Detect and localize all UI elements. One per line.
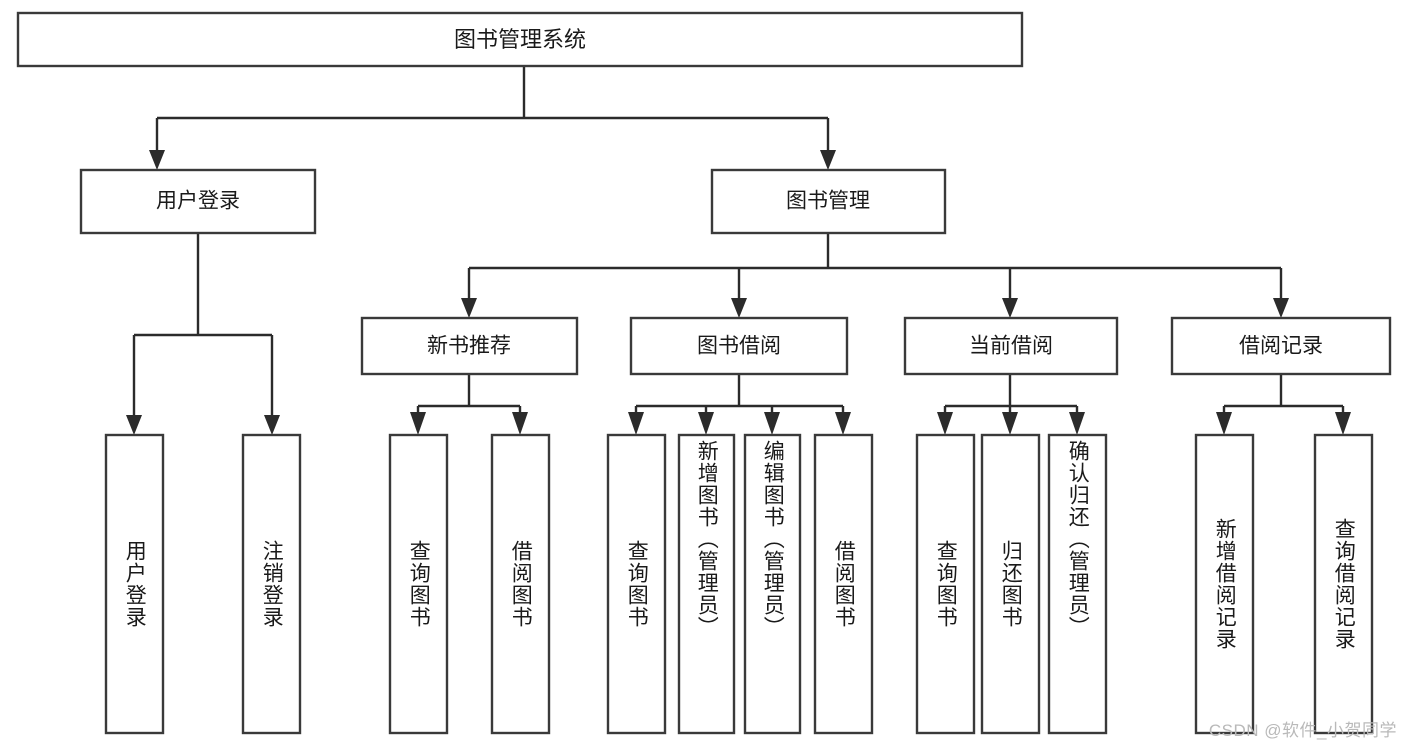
arrow-head-currentborrow (1002, 298, 1018, 318)
connector-layer (126, 66, 1351, 435)
node-new-book-recommend-box[interactable] (360, 316, 579, 376)
node-new-book-recommend[interactable]: 新书推荐 (360, 316, 579, 376)
node-current-borrow-label: 当前借阅 (969, 335, 1053, 358)
arrow-head-leaf-currentborrow-3 (1069, 412, 1085, 435)
arrow-head-leaf-bookborrow-1 (628, 412, 644, 435)
node-borrow-record-box[interactable] (1170, 316, 1392, 376)
arrow-head-leaf-borrowrecord-2 (1335, 412, 1351, 435)
arrow-head-leaf-user-login-1 (126, 415, 142, 435)
arrow-head-userlogin (149, 150, 165, 170)
leaf-box-borrowrecord-1[interactable] (1194, 433, 1255, 735)
node-book-management[interactable]: 图书管理 (710, 168, 947, 235)
node-current-borrow-box[interactable] (903, 316, 1119, 376)
leaf-box-currentborrow-1[interactable] (915, 433, 976, 735)
watermark-text: CSDN @软件_小贺同学 (1208, 721, 1397, 740)
node-book-borrow-box[interactable] (629, 316, 849, 376)
node-new-book-recommend-label: 新书推荐 (427, 335, 511, 358)
arrow-head-leaf-bookborrow-4 (835, 412, 851, 435)
arrow-head-leaf-bookborrow-2 (698, 412, 714, 435)
arrow-head-newbook (461, 298, 477, 318)
node-current-borrow[interactable]: 当前借阅 (903, 316, 1119, 376)
node-book-management-label: 图书管理 (786, 190, 870, 213)
leaf-box-bookborrow-2[interactable] (677, 433, 736, 735)
node-borrow-record[interactable]: 借阅记录 (1170, 316, 1392, 376)
node-root-label: 图书管理系统 (454, 27, 586, 52)
arrow-head-borrowrecord (1273, 298, 1289, 318)
node-user-login[interactable]: 用户登录 (79, 168, 317, 235)
arrow-head-leaf-currentborrow-2 (1002, 412, 1018, 435)
arrow-head-leaf-user-login-2 (264, 415, 280, 435)
arrow-head-bookmgmt (820, 150, 836, 170)
node-user-login-label: 用户登录 (156, 190, 240, 213)
leaf-box-user-login-2[interactable] (241, 433, 302, 735)
arrow-head-leaf-currentborrow-1 (937, 412, 953, 435)
leaf-box-borrowrecord-2[interactable] (1313, 433, 1374, 735)
leaf-box-currentborrow-2[interactable] (980, 433, 1041, 735)
node-user-login-box[interactable] (79, 168, 317, 235)
leaf-box-user-login-1[interactable] (104, 433, 165, 735)
leaf-box-bookborrow-4[interactable] (813, 433, 874, 735)
leaf-box-newbook-2[interactable] (490, 433, 551, 735)
node-root-box[interactable] (16, 11, 1024, 68)
arrow-head-leaf-borrowrecord-1 (1216, 412, 1232, 435)
arrow-head-bookborrow (731, 298, 747, 318)
arrow-head-leaf-bookborrow-3 (764, 412, 780, 435)
node-borrow-record-label: 借阅记录 (1239, 335, 1323, 358)
arrow-head-leaf-newbook-1 (410, 412, 426, 435)
leaf-box-newbook-1[interactable] (388, 433, 449, 735)
leaf-box-currentborrow-3[interactable] (1047, 433, 1108, 735)
arrow-head-leaf-newbook-2 (512, 412, 528, 435)
leaf-box-bookborrow-3[interactable] (743, 433, 802, 735)
node-book-borrow-label: 图书借阅 (697, 335, 781, 358)
node-root[interactable]: 图书管理系统 (16, 11, 1024, 68)
node-book-borrow[interactable]: 图书借阅 (629, 316, 849, 376)
leaf-box-bookborrow-1[interactable] (606, 433, 667, 735)
node-book-management-box[interactable] (710, 168, 947, 235)
